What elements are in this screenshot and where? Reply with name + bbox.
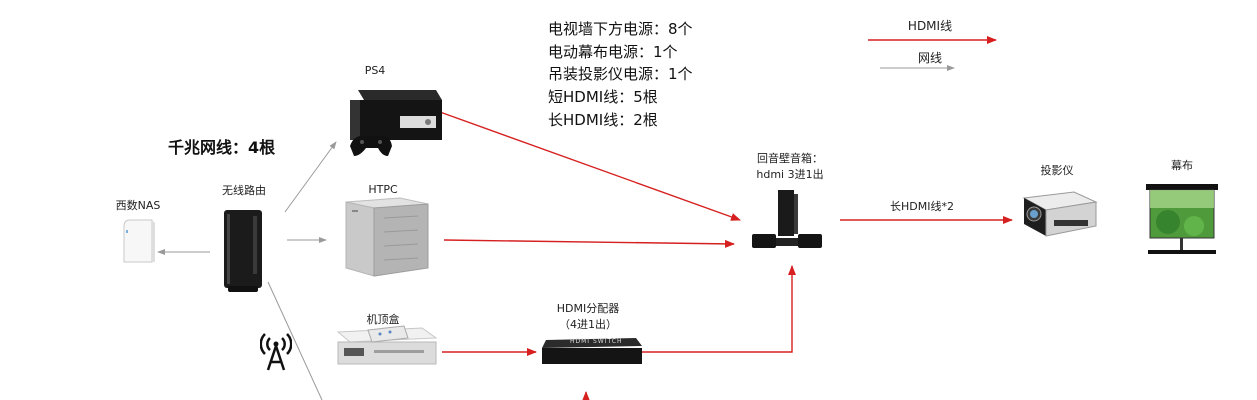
router-to-down-wire: [267, 281, 323, 400]
summary-line-3: 吊装投影仪电源：1个: [548, 65, 693, 83]
htpc-device-image: [340, 196, 432, 282]
summary-line-4: 短HDMI线：5根: [548, 88, 658, 106]
wireless-antenna-icon: [259, 332, 293, 376]
summary-line-1: 电视墙下方电源：8个: [548, 20, 693, 38]
ps4-to-soundbar-wire: [439, 111, 741, 221]
ps4-label: PS4: [364, 64, 386, 77]
projector-label: 投影仪: [1040, 164, 1074, 177]
nas-device-image: [122, 218, 156, 268]
soundbar-device-image: [748, 186, 826, 260]
router-device-image: [220, 206, 266, 298]
screen-device-image: [1144, 182, 1220, 260]
ps4-device-image: [344, 82, 444, 166]
splitter-label: HDMI分配器: [556, 302, 620, 315]
splitter-device-image: HDMI SWITCH: [540, 336, 644, 372]
gigabit-cable-note: 千兆网线：4根: [168, 138, 276, 157]
screen-label: 幕布: [1171, 159, 1193, 172]
htpc-label: HTPC: [368, 183, 398, 196]
router-label: 无线路由: [222, 184, 266, 197]
legend-hdmi-label: HDMI线: [907, 19, 953, 33]
htpc-to-soundbar-wire: [443, 239, 735, 248]
soundbar-sublabel: hdmi 3进1出: [756, 168, 824, 181]
splitter-sublabel: （4进1出）: [559, 318, 617, 331]
summary-line-5: 长HDMI线：2根: [548, 111, 658, 129]
nas-label: 西数NAS: [115, 199, 161, 212]
projector-device-image: [1014, 188, 1098, 248]
stb-device-image: [334, 324, 440, 374]
summary-line-2: 电动幕布电源：1个: [548, 43, 678, 61]
stb-label: 机顶盒: [366, 313, 400, 326]
soundbar-label: 回音壁音箱：: [757, 152, 823, 165]
long-cable-label: 长HDMI线*2: [890, 200, 954, 213]
splitter-face-label: HDMI SWITCH: [570, 338, 623, 345]
router-to-ps4-wire: [284, 141, 337, 213]
splitter-to-soundbar-wire: [642, 265, 796, 353]
legend-net-label: 网线: [917, 51, 943, 65]
